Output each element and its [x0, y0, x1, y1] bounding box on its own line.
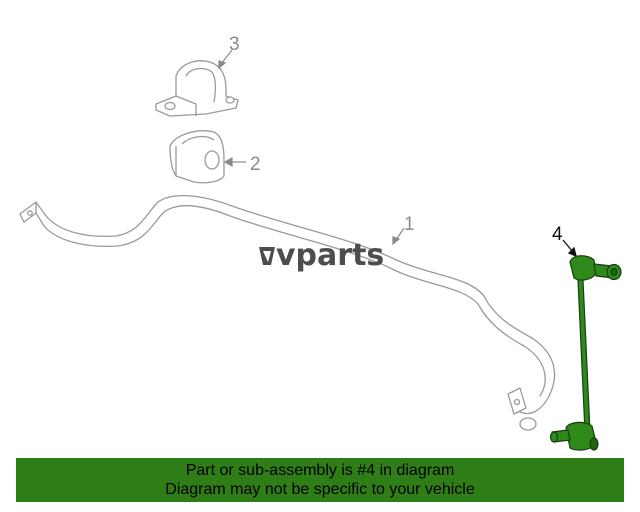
bushing-bracket [155, 60, 239, 117]
banner-line-1: Part or sub-assembly is #4 in diagram [185, 462, 455, 479]
bushing [169, 130, 225, 184]
logo-mark-icon [259, 247, 275, 265]
vparts-logo: vparts [259, 238, 384, 273]
leader-lines [218, 49, 405, 246]
callout-2: 2 [250, 154, 261, 175]
leader-line-4 [562, 239, 577, 258]
callout-4: 4 [552, 224, 563, 245]
info-banner: Part or sub-assembly is #4 in diagram Di… [16, 458, 624, 502]
stabilizer-bar [19, 194, 556, 431]
banner-line-2: Diagram may not be specific to your vehi… [165, 481, 475, 498]
callout-1: 1 [404, 214, 415, 235]
brand-name: vparts [276, 238, 384, 273]
stabilizer-link [549, 255, 622, 451]
parts-diagram: 3 2 1 4 vparts [19, 34, 622, 451]
callout-3: 3 [229, 34, 240, 55]
